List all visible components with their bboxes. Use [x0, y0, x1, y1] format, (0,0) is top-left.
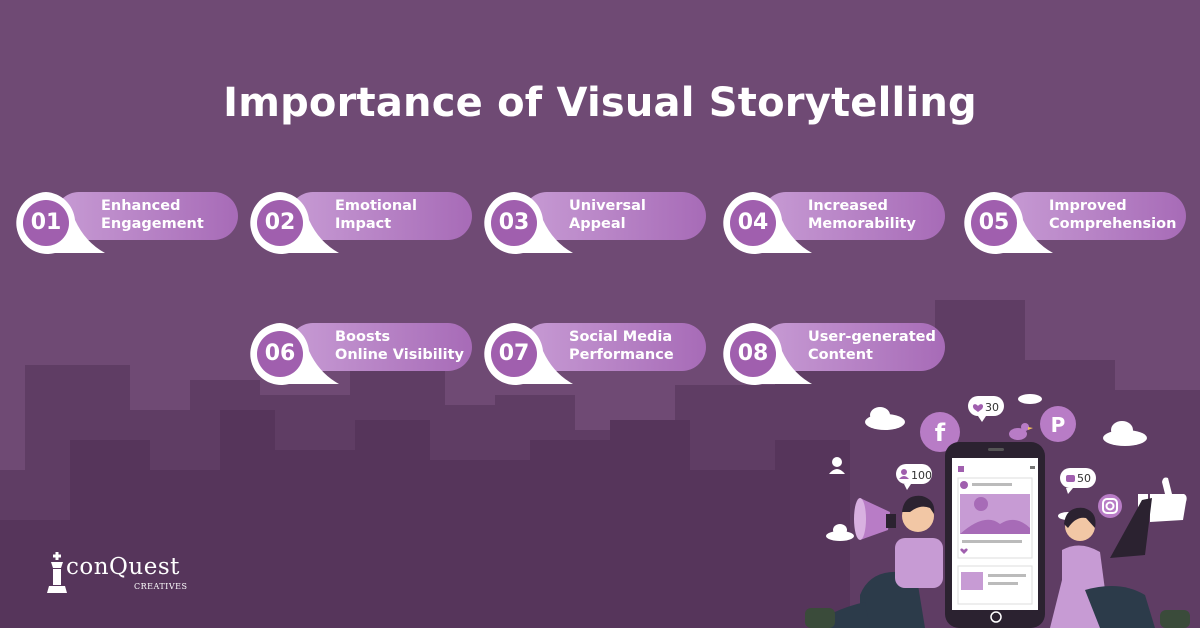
- phone-mockup: [945, 442, 1045, 628]
- svg-text:P: P: [1051, 413, 1066, 437]
- number-badge: 06: [249, 321, 345, 387]
- pinterest-icon: P: [1040, 406, 1076, 442]
- thumbs-up-badge: 50: [1060, 468, 1096, 494]
- svg-text:f: f: [935, 419, 946, 447]
- svg-text:50: 50: [1077, 472, 1091, 485]
- man-with-megaphone: [805, 495, 943, 628]
- number-badge: 04: [722, 190, 818, 256]
- page-title: Importance of Visual Storytelling: [223, 80, 977, 126]
- number-badge: 08: [722, 321, 818, 387]
- number-badge: 01: [15, 190, 111, 256]
- heart-icon: 30: [968, 396, 1004, 422]
- svg-text:30: 30: [985, 401, 999, 414]
- bird-icon: [1009, 423, 1033, 440]
- social-media-illustration: f P 30 100 50: [805, 394, 1190, 628]
- benefit-pill: [523, 323, 706, 371]
- benefit-pill: [289, 323, 472, 371]
- followers-badge: 100: [896, 464, 932, 490]
- benefit-pill: [762, 192, 945, 240]
- benefit-pill: [289, 192, 472, 240]
- benefit-pill: [762, 323, 945, 371]
- user-icon: [829, 457, 845, 474]
- chess-king-icon: [47, 552, 67, 593]
- instagram-icon: [1098, 494, 1122, 518]
- cloud-icon: [826, 394, 1147, 541]
- facebook-icon: f: [920, 412, 960, 452]
- number-badge: 05: [963, 190, 1059, 256]
- number-badge: 07: [483, 321, 579, 387]
- woman-with-laptop: [1050, 498, 1190, 628]
- brand-logo: conQuest CREATIVES: [46, 550, 196, 598]
- number-badge: 03: [483, 190, 579, 256]
- svg-text:100: 100: [911, 469, 932, 482]
- benefit-pill: [1003, 192, 1186, 240]
- number-badge: 02: [249, 190, 345, 256]
- benefit-pill: [55, 192, 238, 240]
- benefit-pill: [523, 192, 706, 240]
